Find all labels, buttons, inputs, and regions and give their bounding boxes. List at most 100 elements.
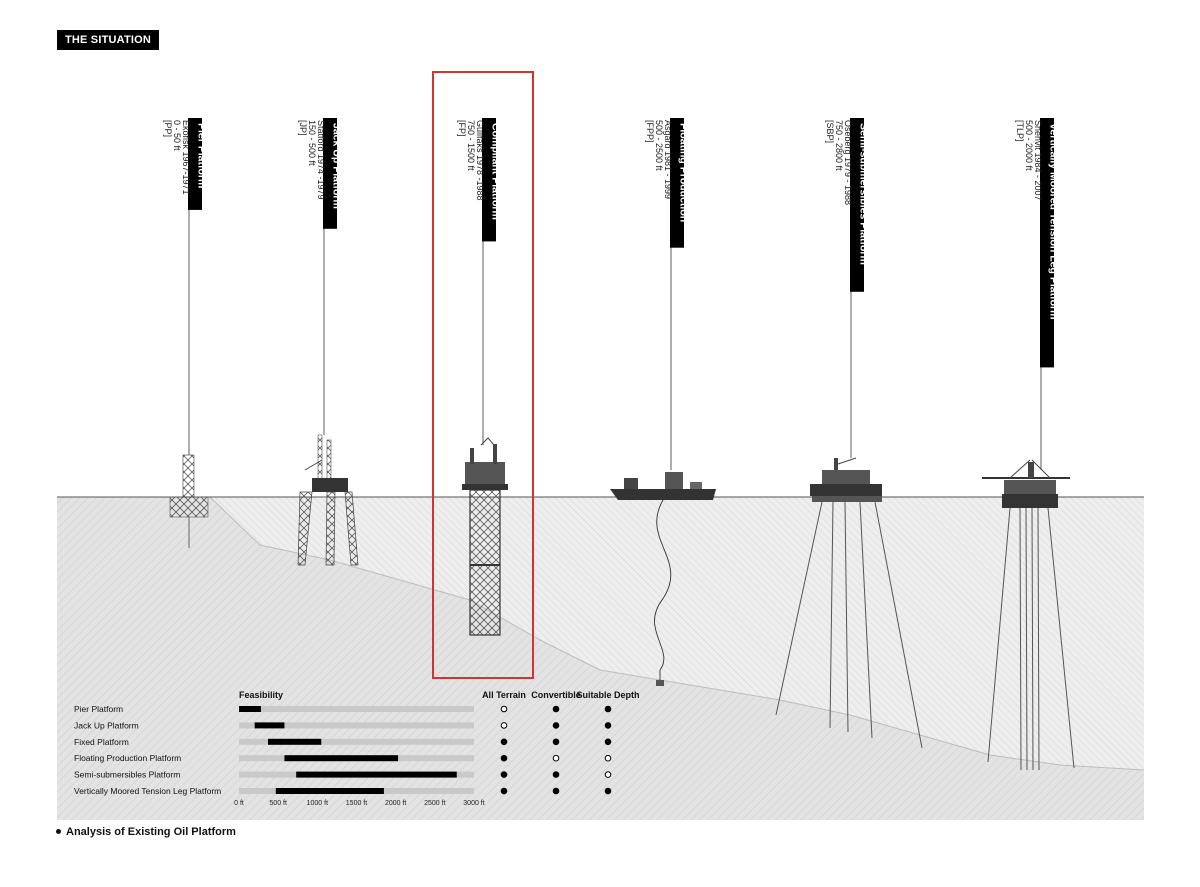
table-row: Fixed Platform bbox=[74, 737, 612, 747]
label-tag-bg bbox=[850, 118, 864, 292]
bullet-icon bbox=[56, 828, 61, 834]
platform-example: Asgard 1981 - 1999 bbox=[663, 120, 673, 199]
pier-platform-illustration bbox=[169, 454, 209, 548]
filled-dot-icon bbox=[604, 787, 612, 795]
column-header: Suitable Depth bbox=[576, 690, 639, 700]
table-row: Jack Up Platform bbox=[74, 720, 612, 730]
filled-dot-icon bbox=[552, 738, 560, 746]
axis-tick-label: 2000 ft bbox=[385, 800, 406, 807]
floating-production-illustration bbox=[610, 472, 716, 686]
platform-depth: 750 - 1500 ft bbox=[466, 120, 476, 171]
section-title: THE SITUATION bbox=[57, 30, 159, 50]
axis-tick-label: 1500 ft bbox=[346, 800, 367, 807]
range-bar-track bbox=[239, 722, 474, 729]
feasibility-table: Feasibility All Terrain ConvertibleSuitabl… bbox=[74, 690, 640, 807]
highlight-box bbox=[432, 71, 534, 679]
label-tag-bg bbox=[1040, 118, 1054, 368]
row-label: Fixed Platform bbox=[74, 737, 129, 747]
platform-depth: 500 - 2000 ft bbox=[1024, 120, 1034, 171]
row-label: Pier Platform bbox=[74, 704, 123, 714]
semi-submersible-platform-illustration bbox=[775, 457, 923, 749]
label-tag-bg bbox=[670, 118, 684, 248]
platform-code: [SBP] bbox=[825, 120, 835, 143]
filled-dot-icon bbox=[604, 722, 612, 729]
filled-dot-icon bbox=[552, 787, 560, 795]
platform-label: Semi-submersibles Platform Oseberg 1979 -… bbox=[825, 118, 870, 292]
jack-up-platform-illustration bbox=[297, 434, 359, 566]
open-dot-icon bbox=[500, 722, 508, 729]
platform-example: Statford 1974 -1979 bbox=[316, 120, 326, 200]
axis-tick-label: 0 ft bbox=[234, 800, 244, 807]
feasibility-title: Feasibility bbox=[239, 690, 283, 700]
axis-tick-label: 500 ft bbox=[269, 800, 287, 807]
column-header: All Terrain bbox=[482, 690, 526, 700]
feasible-range-bar bbox=[267, 738, 322, 745]
platform-code: [FPP] bbox=[645, 120, 655, 143]
tension-leg-platform-illustration bbox=[982, 459, 1075, 771]
platform-code: [FP] bbox=[457, 120, 467, 137]
platform-label: Vertically Moored Tension Leg Platform Sn… bbox=[1015, 118, 1060, 368]
platform-label: Compliant Platform Gullfaks 1978 -1988750… bbox=[457, 118, 502, 242]
range-bar-track bbox=[239, 738, 474, 745]
table-row: Semi-submersibles Platform bbox=[74, 770, 612, 780]
table-row: Vertically Moored Tension Leg Platform bbox=[74, 786, 612, 796]
column-header: Convertible bbox=[531, 690, 581, 700]
row-label: Floating Production Platform bbox=[74, 753, 181, 763]
open-dot-icon bbox=[604, 771, 612, 778]
filled-dot-icon bbox=[604, 705, 612, 713]
platform-name: Floating Production bbox=[678, 123, 690, 222]
filled-dot-icon bbox=[552, 722, 560, 729]
filled-dot-icon bbox=[552, 771, 560, 778]
platform-example: Snehvit 1984 - 2007 bbox=[1033, 120, 1043, 201]
platform-example: Gullfaks 1978 -1988 bbox=[475, 120, 485, 201]
platform-code: [JP] bbox=[298, 120, 308, 136]
axis-tick-label: 2500 ft bbox=[424, 800, 445, 807]
feasible-range-bar bbox=[275, 788, 384, 794]
filled-dot-icon bbox=[500, 754, 508, 762]
row-label: Semi-submersibles Platform bbox=[74, 770, 180, 780]
platform-depth: 500 - 2500 ft bbox=[654, 120, 664, 171]
platform-name: Jack Up Platform bbox=[331, 123, 343, 209]
row-label: Jack Up Platform bbox=[74, 720, 139, 730]
figure-caption: Analysis of Existing Oil Platform bbox=[56, 826, 236, 838]
filled-dot-icon bbox=[500, 787, 508, 795]
table-row: Floating Production Platform bbox=[74, 753, 612, 763]
feasible-range-bar bbox=[254, 722, 285, 729]
platform-depth: 0 - 50 ft bbox=[172, 120, 182, 151]
feasible-range-bar bbox=[239, 706, 261, 712]
platform-name: Semi-submersibles Platform bbox=[858, 123, 870, 265]
caption-text: Analysis of Existing Oil Platform bbox=[66, 826, 236, 838]
platform-example: Oseberg 1979 - 1988 bbox=[843, 120, 853, 205]
label-tag-bg bbox=[482, 118, 496, 242]
feasible-range-bar bbox=[284, 755, 399, 762]
range-bar-track bbox=[239, 706, 474, 712]
label-tag-bg bbox=[323, 118, 337, 229]
filled-dot-icon bbox=[604, 738, 612, 746]
open-dot-icon bbox=[552, 754, 560, 762]
platform-name: Pier Platform bbox=[196, 123, 208, 188]
platform-depth: 150 - 500 ft bbox=[307, 120, 317, 166]
feasible-range-bar bbox=[296, 771, 457, 778]
filled-dot-icon bbox=[552, 705, 560, 713]
table-row: Pier Platform bbox=[74, 704, 612, 714]
platform-code: [PP] bbox=[163, 120, 173, 137]
axis-tick-label: 3000 ft bbox=[463, 800, 484, 807]
platform-depth: 750 - 2800 ft bbox=[834, 120, 844, 171]
row-label: Vertically Moored Tension Leg Platform bbox=[74, 786, 221, 796]
open-dot-icon bbox=[500, 705, 508, 713]
filled-dot-icon bbox=[500, 771, 508, 778]
platform-label: Floating Production Asgard 1981 - 1999500… bbox=[645, 118, 690, 248]
axis-tick-label: 1000 ft bbox=[307, 800, 328, 807]
leader-lines bbox=[188, 190, 1042, 470]
open-dot-icon bbox=[604, 754, 612, 762]
platform-example: Ekofisk 1967-1971 bbox=[181, 120, 191, 195]
filled-dot-icon bbox=[500, 738, 508, 746]
platform-name: Compliant Platform bbox=[490, 123, 502, 220]
platform-name: Vertically Moored Tension Leg Platform bbox=[1048, 123, 1060, 319]
label-tag-bg bbox=[188, 118, 202, 210]
compliant-platform-illustration bbox=[462, 437, 508, 636]
